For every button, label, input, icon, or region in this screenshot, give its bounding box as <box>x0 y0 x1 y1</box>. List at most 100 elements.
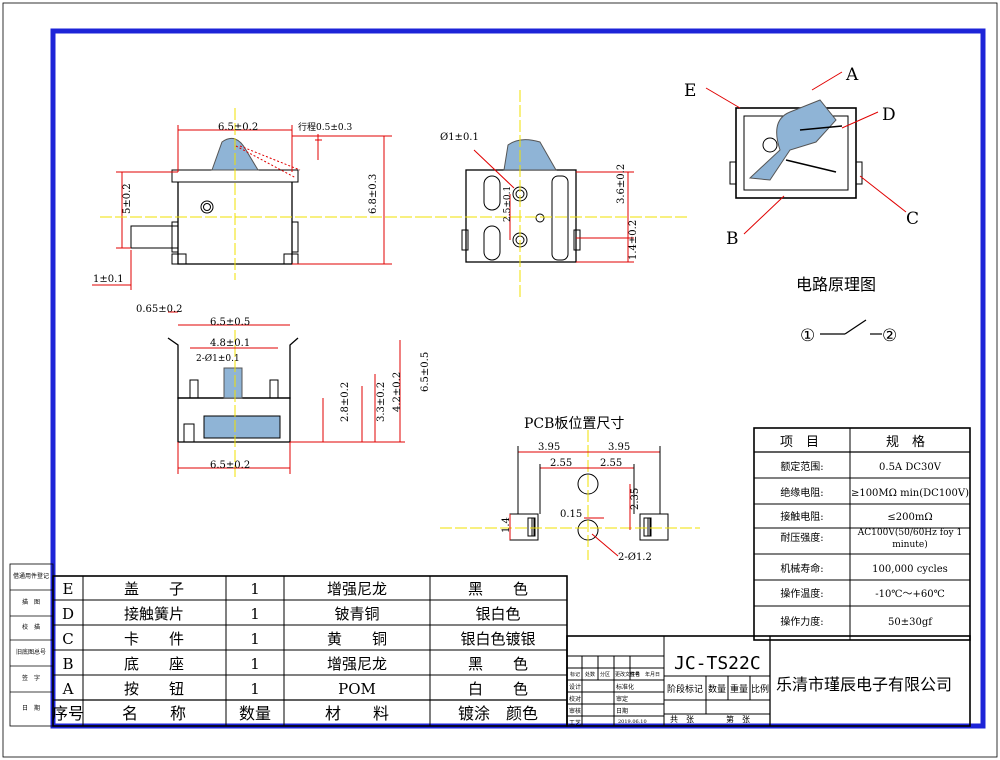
sidebar-label: 日 期 <box>22 704 40 712</box>
parts-cell: D <box>62 605 74 623</box>
pcb-layout <box>440 430 700 560</box>
side-dim-c: 1.4±0.2 <box>628 220 639 260</box>
pcb-d5: 2.35 <box>630 488 641 510</box>
sheet-total: 共 张 <box>670 715 694 724</box>
circuit-pin1: ① <box>800 326 815 346</box>
revision-label: 分区 <box>600 671 610 678</box>
spec-value: ≤200mΩ <box>887 512 932 523</box>
parts-header: 序号 <box>52 704 84 723</box>
spec-value: AC100V(50/60Hz foy 1 <box>857 527 962 538</box>
side-hole-label: Ø1±0.1 <box>440 132 479 143</box>
parts-cell: 1 <box>250 580 260 598</box>
section-h1: 2.8±0.2 <box>340 382 351 422</box>
spec-rows: 额定范围: 0.5A DC30V 绝缘电阻: ≥100MΩ min(DC100V) 接触… <box>780 460 969 628</box>
spec-value: ≥100MΩ min(DC100V) <box>851 488 969 499</box>
left-sidebar <box>9 563 54 727</box>
role-label: 审定 <box>616 695 628 703</box>
spec-label: 接触电阻: <box>780 510 823 523</box>
spec-label: 操作温度: <box>780 587 823 600</box>
revision-label: 年月日 <box>645 671 660 678</box>
role-label: 标准化 <box>616 683 634 691</box>
parts-cell: 1 <box>250 605 260 623</box>
spec-value: -10℃～+60℃ <box>875 589 945 600</box>
section-holes-label: 2-Ø1±0.1 <box>196 353 240 364</box>
parts-cell: 增强尼龙 <box>327 580 387 598</box>
parts-cell: 底 座 <box>124 655 184 673</box>
section-h4: 6.5±0.5 <box>420 352 431 392</box>
parts-header: 名 称 <box>122 704 186 723</box>
sheet-number: 第 张 <box>726 714 750 724</box>
section-h2: 3.3±0.2 <box>376 382 387 422</box>
sidebar-label: 校 描 <box>22 623 40 631</box>
callout-d: D <box>882 105 896 125</box>
callout-e: E <box>684 81 696 101</box>
spec-value: 100,000 cycles <box>872 564 948 575</box>
role-label: 审核 <box>569 707 581 715</box>
title-mini-rows: 标记处数分区更改文件号签名年月日设计校对审核工艺标准化审定日期 <box>569 671 660 727</box>
title-column-label: 阶段标记 <box>667 683 703 695</box>
side-dim-a: 3.6±0.2 <box>616 164 627 204</box>
section-width-label: 6.5±0.5 <box>210 317 250 328</box>
parts-cell: 银白色 <box>475 605 520 623</box>
title-column-label: 数量 <box>708 683 726 695</box>
role-label: 工艺 <box>569 719 581 727</box>
parts-cell: 1 <box>250 655 260 673</box>
circuit-title: 电路原理图 <box>796 275 876 294</box>
spec-label: 耐压强度: <box>780 531 823 544</box>
pcb-d3: 2.55 <box>550 458 572 469</box>
pcb-d1: 3.95 <box>538 442 560 453</box>
section-top-label: 0.65±0.2 <box>136 304 183 315</box>
parts-cell: 盖 子 <box>124 580 184 598</box>
parts-cell: B <box>62 655 73 673</box>
revision-label: 标记 <box>570 671 580 678</box>
title-columns: 阶段标记数量重量比例 <box>667 683 769 695</box>
spec-value: 0.5A DC30V <box>879 462 942 473</box>
section-inner-label: 4.8±0.1 <box>210 338 250 349</box>
parts-cell: E <box>63 580 74 598</box>
parts-cell: 增强尼龙 <box>327 655 387 673</box>
parts-header: 材 料 <box>325 704 389 723</box>
revision-label: 更改文件号 <box>615 671 640 678</box>
spec-label: 额定范围: <box>780 460 823 473</box>
revision-label: 签名 <box>630 671 640 678</box>
front-left-label: 5±0.2 <box>122 183 133 214</box>
spec-value: minute) <box>892 539 927 550</box>
front-bottom-label: 1±0.1 <box>93 274 124 285</box>
pcb-d4: 2.55 <box>600 458 622 469</box>
parts-cell: 黄 铜 <box>327 630 387 648</box>
front-stroke-label: 行程0.5±0.3 <box>298 121 352 133</box>
parts-cell: 接触簧片 <box>124 605 184 623</box>
circuit-pin2: ② <box>882 326 897 346</box>
title-column-label: 比例 <box>751 683 769 695</box>
sidebar-label: 签 字 <box>22 674 40 682</box>
parts-cell: 银白色镀银 <box>460 630 535 648</box>
side-dim-b: 2.5±0.1 <box>503 186 513 222</box>
callout-view <box>705 71 907 235</box>
title-block <box>566 635 971 727</box>
parts-cell: A <box>62 680 74 698</box>
role-label: 设计 <box>569 683 581 691</box>
pcb-title: PCB板位置尺寸 <box>524 416 624 432</box>
section-base-label: 6.5±0.2 <box>210 460 250 471</box>
pcb-holes: 2-Ø1.2 <box>618 552 652 563</box>
parts-cell: 黑 色 <box>468 655 528 673</box>
parts-cell: 卡 件 <box>124 630 184 648</box>
spec-value: 50±30gf <box>888 617 933 628</box>
pcb-d2: 3.95 <box>608 442 630 453</box>
model-number: JC-TS22C <box>674 653 761 674</box>
front-width-label: 6.5±0.2 <box>218 122 258 133</box>
parts-cell: 按 钮 <box>124 680 184 698</box>
parts-cell: C <box>62 630 73 648</box>
parts-header: 镀涂 颜色 <box>458 704 538 723</box>
side-view <box>420 90 690 300</box>
parts-header: 数量 <box>239 704 271 723</box>
role-label: 校对 <box>569 695 581 703</box>
front-height-label: 6.8±0.3 <box>368 174 379 214</box>
spec-label: 绝缘电阻: <box>780 486 823 499</box>
title-column-label: 重量 <box>730 683 748 695</box>
spec-label: 操作力度: <box>780 615 823 628</box>
